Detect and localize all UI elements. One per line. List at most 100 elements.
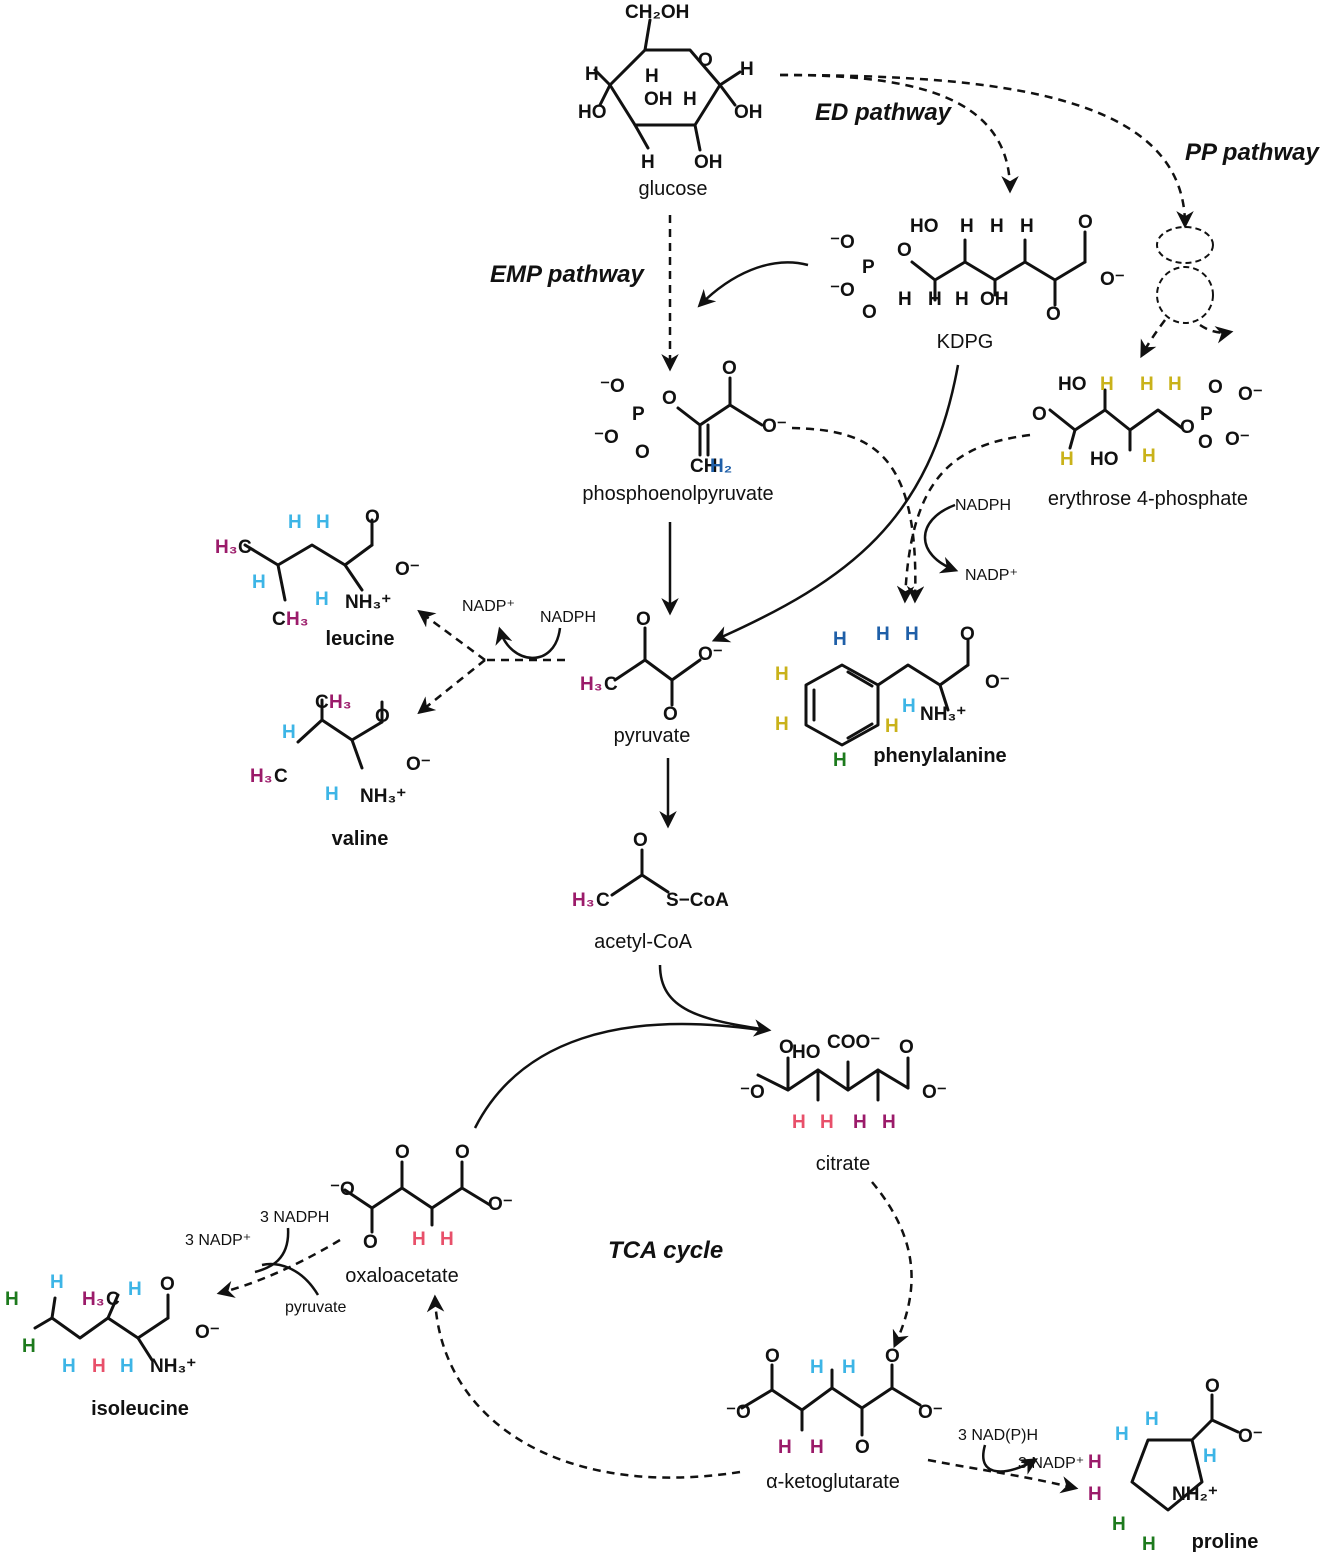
- pep-label: phosphoenolpyruvate: [582, 483, 773, 505]
- pep-structure: ⁻O ⁻O P O O O O⁻ CH H₂: [594, 358, 787, 477]
- svg-text:C: C: [238, 537, 252, 558]
- svg-text:H: H: [902, 696, 916, 717]
- svg-text:O: O: [635, 442, 650, 463]
- svg-text:H: H: [1142, 1534, 1156, 1555]
- svg-text:H: H: [1100, 374, 1114, 395]
- nadph-e4p: NADPH: [955, 497, 1011, 514]
- svg-text:H: H: [5, 1289, 19, 1310]
- svg-text:H: H: [252, 572, 266, 593]
- svg-text:O⁻: O⁻: [922, 1082, 947, 1103]
- svg-text:O: O: [662, 388, 677, 409]
- svg-text:H: H: [1020, 216, 1034, 237]
- svg-text:⁻O: ⁻O: [726, 1402, 751, 1423]
- svg-text:O: O: [855, 1437, 870, 1458]
- ed-pathway-label: ED pathway: [815, 99, 953, 126]
- svg-text:C: C: [274, 766, 288, 787]
- arrow-oaa-ile: [216, 1238, 341, 1298]
- svg-text:H: H: [128, 1279, 142, 1300]
- svg-text:⁻O: ⁻O: [830, 232, 855, 253]
- leucine-label: leucine: [326, 628, 395, 650]
- svg-text:O: O: [862, 302, 877, 323]
- svg-text:O: O: [1078, 212, 1093, 233]
- svg-text:O: O: [897, 240, 912, 261]
- proline-nh2: NH₂⁺: [1172, 1484, 1218, 1505]
- arrow-nadph-leu: [495, 626, 562, 660]
- svg-text:⁻O: ⁻O: [830, 280, 855, 301]
- svg-text:H: H: [1088, 1484, 1102, 1505]
- isoleucine-nh3: NH₃⁺: [150, 1356, 196, 1377]
- svg-text:P: P: [862, 257, 875, 278]
- svg-text:H: H: [820, 1112, 834, 1133]
- svg-text:H: H: [641, 152, 655, 173]
- acetylcoa-structure: O H₃ C S−CoA: [572, 830, 729, 911]
- phenylalanine-structure: H H H H H H H H O O⁻ NH₃⁺: [775, 624, 1010, 771]
- svg-text:H: H: [898, 289, 912, 310]
- svg-text:H: H: [810, 1437, 824, 1458]
- svg-text:H: H: [905, 624, 919, 645]
- pp-pathway-label: PP pathway: [1185, 139, 1320, 166]
- svg-text:H: H: [1115, 1424, 1129, 1445]
- svg-text:H: H: [585, 64, 599, 85]
- kdpg-structure: ⁻O ⁻O P O O HO H H H O O⁻ H H H OH O: [830, 212, 1125, 325]
- arrow-kdpg-pyruvate: [711, 364, 960, 643]
- arrow-akg-pro: [927, 1458, 1079, 1494]
- arrow-acetylcoa-citrate: [658, 964, 772, 1037]
- svg-text:O: O: [885, 1346, 900, 1367]
- svg-text:O⁻: O⁻: [698, 644, 723, 665]
- arrow-citrate-akg: [871, 1181, 913, 1349]
- leucine-structure: H₃ C H H H H C H₃ O O⁻ NH₃⁺: [215, 507, 420, 630]
- svg-text:H: H: [833, 750, 847, 771]
- svg-text:HO: HO: [792, 1042, 821, 1063]
- svg-text:P: P: [632, 404, 645, 425]
- svg-text:C: C: [604, 674, 618, 695]
- svg-text:H: H: [885, 716, 899, 737]
- svg-text:O: O: [1046, 304, 1061, 325]
- svg-text:H: H: [440, 1229, 454, 1250]
- svg-text:H: H: [1060, 449, 1074, 470]
- svg-text:O: O: [1208, 377, 1223, 398]
- citrate-label: citrate: [816, 1153, 870, 1175]
- glucose-label: glucose: [639, 178, 708, 200]
- svg-text:O: O: [395, 1142, 410, 1163]
- arrow-e4p-phe: [896, 433, 1031, 604]
- akg-structure: O ⁻O H H O O⁻ H H O: [726, 1346, 943, 1458]
- nadp-plus-e4p: NADP⁺: [965, 567, 1018, 584]
- oxaloacetate-structure: ⁻O O O O⁻ O H H: [330, 1142, 513, 1253]
- svg-text:H: H: [928, 289, 942, 310]
- svg-text:O: O: [636, 609, 651, 630]
- svg-text:H: H: [833, 629, 847, 650]
- svg-text:O⁻: O⁻: [488, 1194, 513, 1215]
- svg-text:H: H: [92, 1356, 106, 1377]
- glucose-structure: CH₂OH O H H HO OH H H OH H OH: [578, 2, 763, 173]
- svg-text:H: H: [955, 289, 969, 310]
- arrow-branch-val: [417, 659, 486, 715]
- svg-text:C: C: [106, 1289, 120, 1310]
- proline-label: proline: [1192, 1531, 1259, 1553]
- svg-text:H: H: [1112, 1514, 1126, 1535]
- arrow-pyruvate-ile: [261, 1262, 320, 1296]
- three-nadph-pro: 3 NAD(P)H: [958, 1427, 1038, 1444]
- svg-text:O: O: [455, 1142, 470, 1163]
- arrow-glucose-kdpg: [779, 73, 1019, 194]
- svg-text:OH: OH: [694, 152, 723, 173]
- nadph-leu: NADPH: [540, 609, 596, 626]
- scoa-label: S−CoA: [666, 890, 729, 911]
- arrow-pp-out: [1199, 323, 1234, 344]
- three-nadp-plus-ile: 3 NADP⁺: [185, 1232, 251, 1249]
- svg-text:C: C: [315, 692, 329, 713]
- svg-text:H₃: H₃: [329, 692, 352, 713]
- isoleucine-structure: H H H H₃ C H O O⁻ H H H NH₃⁺: [5, 1272, 220, 1377]
- arrow-nadph-pro: [982, 1444, 1039, 1475]
- svg-text:⁻O: ⁻O: [594, 427, 619, 448]
- arrow-branch-leu: [417, 609, 486, 662]
- svg-text:HO: HO: [1090, 449, 1119, 470]
- svg-text:O⁻: O⁻: [985, 672, 1010, 693]
- e4p-structure: O HO H H H O O⁻ O P O⁻ O H HO H: [1032, 374, 1263, 470]
- phenylalanine-label: phenylalanine: [873, 745, 1006, 767]
- svg-text:H: H: [740, 59, 754, 80]
- citrate-coo: COO⁻: [827, 1032, 880, 1053]
- svg-text:H: H: [62, 1356, 76, 1377]
- svg-text:H₃: H₃: [580, 674, 603, 695]
- svg-text:CH: CH: [690, 456, 717, 477]
- svg-text:H: H: [1168, 374, 1182, 395]
